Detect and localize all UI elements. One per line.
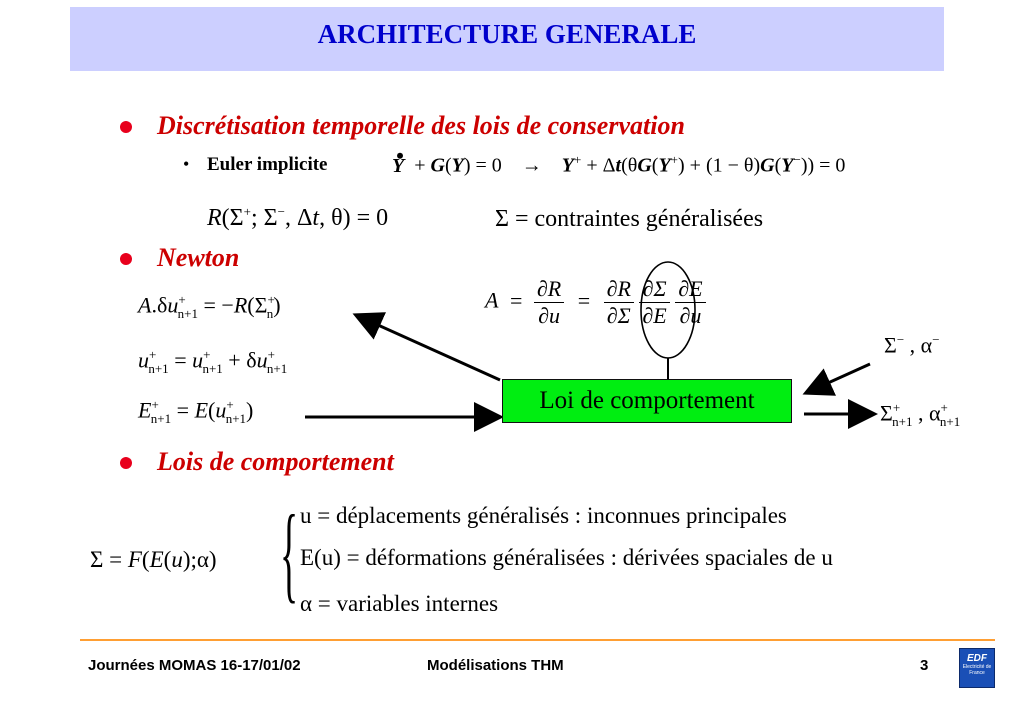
arrow-from-sigma-minus bbox=[802, 362, 871, 396]
constitutive-line-1: u = déplacements généralisés : inconnues… bbox=[300, 503, 787, 528]
title-bar: ARCHITECTURE GENERALE bbox=[70, 7, 944, 71]
footer-left: Journées MOMAS 16-17/01/02 bbox=[88, 657, 301, 674]
loi-de-comportement-box: Loi de comportement bbox=[502, 379, 792, 423]
residual-equation: R(Σ+; Σ−, Δt, θ) = 0 bbox=[207, 204, 389, 231]
section-heading-lois: Lois de comportement bbox=[157, 447, 394, 476]
euler-equation: Y• + G(Y) = 0 → Y+ + Δt(θG(Y+) + (1 − θ)… bbox=[392, 142, 846, 177]
arrow-icon: → bbox=[521, 154, 542, 177]
footer-divider bbox=[80, 639, 995, 641]
bullet-icon bbox=[120, 253, 132, 265]
edf-logo: EDF Electricité de France bbox=[959, 648, 995, 688]
section-heading-discretisation: Discrétisation temporelle des lois de co… bbox=[157, 111, 685, 140]
output-sigma-plus: Σ+n+1 , α+n+1 bbox=[880, 400, 961, 429]
newton-eq-2: u+n+1 = u+n+1 + δu+n+1 bbox=[138, 347, 288, 376]
sub-bullet-icon: • bbox=[183, 154, 190, 174]
section-heading-newton: Newton bbox=[157, 243, 240, 272]
jacobian-equation: A = ∂R∂u = ∂R∂Σ ∂Σ∂E ∂E∂u bbox=[485, 276, 706, 329]
input-sigma-minus: Σ− , α− bbox=[884, 332, 940, 358]
sub-bullet-label: Euler implicite bbox=[207, 154, 328, 175]
highlight-ellipse bbox=[640, 261, 696, 359]
brace-icon: { bbox=[280, 494, 299, 613]
bullet-icon bbox=[120, 121, 132, 133]
footer-center: Modélisations THM bbox=[427, 657, 564, 674]
constitutive-line-2: E(u) = déformations généralisées : dériv… bbox=[300, 545, 833, 570]
page-number: 3 bbox=[920, 657, 929, 674]
page-title: ARCHITECTURE GENERALE bbox=[317, 19, 697, 49]
newton-eq-1: A.δu+n+1 = −R(Σ+n) bbox=[138, 292, 281, 321]
sigma-definition: Σ = contraintes généralisées bbox=[495, 206, 764, 232]
arrow-to-newton-eq1 bbox=[352, 312, 501, 382]
constitutive-line-3: α = variables internes bbox=[300, 591, 499, 616]
bullet-icon bbox=[120, 457, 132, 469]
constitutive-lhs: Σ = F(E(u);α) bbox=[90, 547, 217, 572]
newton-eq-3: E+n+1 = E(u+n+1) bbox=[138, 397, 254, 426]
